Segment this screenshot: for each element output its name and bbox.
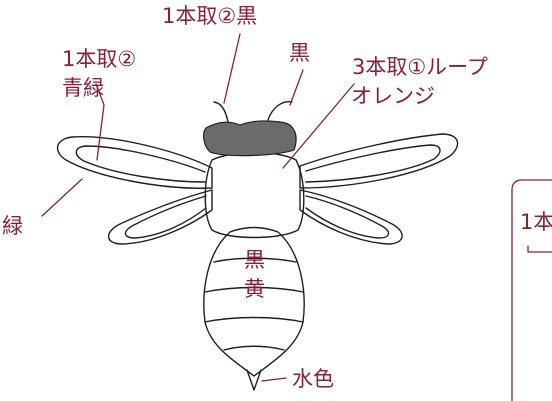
thorax [204, 151, 305, 239]
label-side-box-partial: 1本 [520, 210, 552, 234]
right-upper-wing-inner [305, 144, 441, 183]
label-body-color: オレンジ [351, 84, 435, 108]
left-antenna [213, 101, 229, 123]
right-lower-wing [299, 189, 403, 245]
leader-stinger-color [261, 377, 287, 382]
abdomen-stripe-line-2 [204, 286, 304, 293]
left-wings [57, 135, 213, 245]
label-wing-color: 緑 [2, 214, 23, 238]
right-antenna [267, 101, 293, 121]
label-abdomen-stripe-1: 黒 [244, 248, 265, 272]
label-head-thread: 1本取②黒 [162, 4, 258, 28]
right-upper-wing [299, 133, 459, 189]
abdomen-stripe-line-4 [223, 345, 285, 351]
abdomen [203, 226, 305, 391]
leader-antenna-color [289, 69, 304, 106]
leader-wing-edge [95, 83, 105, 161]
left-lower-wing [107, 189, 213, 245]
label-stinger-color: 水色 [292, 367, 334, 391]
stinger [246, 369, 262, 391]
side-callout-corner [527, 245, 552, 253]
leader-head-thread [223, 33, 241, 104]
leader-body-thread [282, 83, 355, 169]
right-wings [299, 133, 459, 245]
label-antenna-color: 黒 [289, 41, 310, 65]
left-upper-wing [57, 135, 213, 189]
left-upper-wing-inner [75, 145, 206, 183]
label-wing-edge-color: 青緑 [62, 76, 104, 100]
abdomen-outline [203, 226, 305, 377]
abdomen-stripe-line-3 [204, 316, 304, 323]
left-lower-wing-inner [124, 195, 207, 239]
abdomen-stripe-line-1 [213, 257, 297, 263]
label-abdomen-stripe-2: 黄 [244, 277, 265, 301]
right-lower-wing-inner [305, 195, 390, 239]
side-callout-border [511, 179, 552, 401]
leader-wing-color [41, 178, 83, 217]
label-wing-edge-thread: 1本取② [62, 47, 137, 71]
label-body-thread: 3本取①ループ [352, 55, 488, 79]
side-callout-box [511, 179, 552, 401]
leader-lines [41, 33, 355, 382]
head [203, 120, 297, 157]
